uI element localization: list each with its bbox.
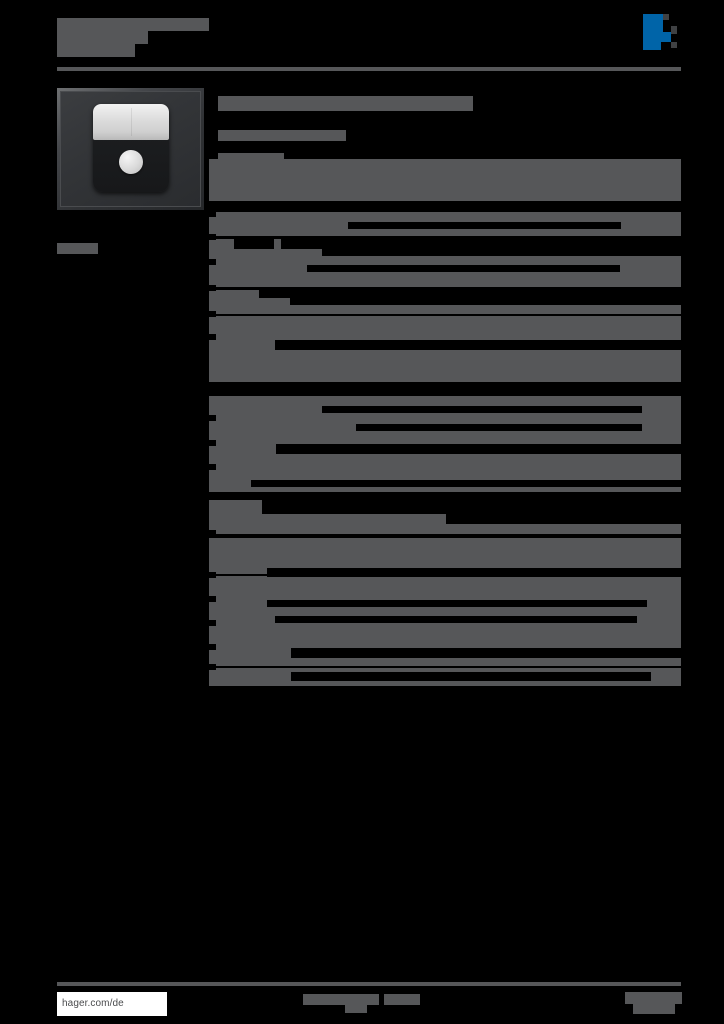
sensor-module (92, 104, 169, 192)
table-cell-gap-1 (209, 212, 216, 217)
document-title (218, 96, 473, 111)
footer-website-link[interactable]: hager.com/de (57, 992, 167, 1016)
header-title-line-2 (57, 31, 148, 44)
header-title-line-3 (57, 44, 135, 57)
footer-divider (57, 982, 681, 986)
table-cell-gap-11 (259, 290, 681, 298)
table-cell-gap-14 (209, 334, 216, 340)
table-cell-gap-5 (281, 239, 681, 249)
hager-logo-icon (641, 12, 681, 52)
table-cell-gap-25 (262, 500, 681, 514)
table-cell-gap-34 (209, 644, 216, 650)
product-faceplate (60, 91, 201, 207)
table-cell-gap-37 (291, 672, 651, 681)
table-cell-gap-33 (209, 620, 216, 626)
table-cell-gap-19 (356, 424, 642, 431)
product-photo (57, 88, 204, 210)
sensor-lens (92, 104, 169, 140)
table-cell-gap-31 (209, 596, 216, 602)
table-band-row-13 (209, 576, 681, 600)
table-cell-gap-9 (307, 265, 620, 272)
table-cell-gap-32 (275, 616, 637, 623)
table-band-header (209, 159, 681, 201)
table-cell-gap-13 (209, 311, 216, 317)
table-cell-gap-15 (275, 340, 681, 350)
table-cell-gap-3 (209, 234, 216, 240)
table-cell-gap-4 (234, 239, 274, 249)
table-cell-gap-20 (209, 440, 216, 446)
table-cell-gap-24 (209, 492, 216, 498)
table-band-row-5 (209, 316, 681, 340)
footer-center-text-2 (384, 994, 420, 1005)
header-divider (57, 67, 681, 71)
table-cell-gap-17 (322, 406, 642, 413)
table-cell-gap-18 (209, 415, 216, 421)
table-cell-gap-12 (290, 298, 681, 305)
table-cell-gap-6 (322, 249, 681, 256)
table-band-row-15 (209, 624, 681, 648)
table-cell-gap-21 (276, 444, 681, 454)
footer-right-text-2 (633, 1004, 675, 1014)
table-cell-gap-36 (209, 664, 216, 670)
table-cell-gap-30 (267, 600, 647, 607)
table-cell-gap-28 (267, 568, 681, 577)
footer-right-text-1 (625, 992, 682, 1004)
table-cell-gap-35 (291, 648, 681, 658)
header-title-line-1 (57, 18, 209, 31)
table-cell-gap-7 (209, 259, 216, 265)
table-cell-gap-23 (251, 480, 681, 487)
table-cell-gap-29 (209, 572, 216, 578)
footer-center-text-3 (345, 1005, 367, 1013)
table-cell-gap-10 (209, 285, 216, 291)
product-caption (57, 243, 98, 254)
footer-center-text-1 (303, 994, 379, 1005)
table-cell-gap-27 (209, 530, 216, 536)
sensor-button (118, 150, 143, 174)
table-cell-gap-22 (209, 464, 216, 470)
table-cell-gap-26 (446, 514, 681, 524)
table-cell-gap-16 (209, 382, 216, 388)
section-label (218, 153, 284, 162)
table-cell-gap-2 (348, 222, 621, 229)
document-subtitle (218, 130, 346, 141)
